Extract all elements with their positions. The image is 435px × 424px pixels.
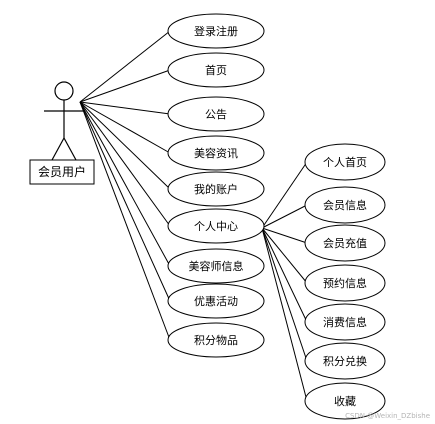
association-line	[261, 161, 308, 229]
use-case-label: 公告	[205, 108, 227, 121]
association-line	[79, 30, 171, 103]
use-case-ellipse	[304, 382, 386, 420]
association-line	[79, 101, 171, 341]
use-case-label: 预约信息	[323, 276, 367, 290]
use-case-ellipse	[167, 52, 265, 88]
use-case-points-exchange: 积分兑换	[304, 342, 386, 380]
use-case-label: 积分物品	[194, 333, 238, 347]
actor-left-leg	[51, 137, 65, 161]
use-case-consumption-info: 消费信息	[304, 303, 386, 341]
association-line	[261, 227, 308, 362]
use-case-ellipse	[167, 248, 265, 284]
use-case-promotions: 优惠活动	[167, 283, 265, 319]
use-case-ellipse	[167, 283, 265, 319]
use-case-label: 会员信息	[323, 198, 367, 212]
watermark: CSDN @Weixin_DZbishe	[345, 412, 430, 420]
use-case-home: 首页	[167, 52, 265, 88]
association-line	[261, 227, 308, 284]
actor-label-box	[29, 159, 95, 185]
use-case-ellipse	[304, 143, 386, 181]
association-line	[79, 101, 171, 302]
actor-label: 会员用户	[38, 164, 86, 179]
use-case-label: 收藏	[334, 394, 356, 408]
use-case-ellipse	[304, 224, 386, 262]
association-line	[261, 227, 308, 244]
use-case-beautician-info: 美容师信息	[167, 248, 265, 284]
use-case-login: 登录注册	[167, 13, 265, 49]
actor-right-leg	[63, 137, 77, 161]
use-case-ellipse	[167, 13, 265, 49]
use-case-label: 个人首页	[323, 155, 367, 169]
actor: 会员用户	[29, 81, 95, 185]
association-line	[79, 101, 171, 154]
use-case-beauty-news: 美容资讯	[167, 135, 265, 171]
use-case-label: 登录注册	[194, 24, 238, 38]
use-case-member-recharge: 会员充值	[304, 224, 386, 262]
use-case-ellipse	[304, 303, 386, 341]
use-case-booking-info: 预约信息	[304, 264, 386, 302]
use-case-label: 个人中心	[194, 220, 238, 233]
use-case-notice: 公告	[167, 96, 265, 132]
use-case-label: 会员充值	[323, 236, 367, 250]
use-case-member-info: 会员信息	[304, 186, 386, 224]
association-line	[261, 227, 308, 402]
use-case-points-items: 积分物品	[167, 322, 265, 358]
use-case-ellipse	[167, 171, 265, 207]
use-case-ellipse	[167, 208, 265, 244]
use-case-ellipse	[167, 322, 265, 358]
use-case-label: 优惠活动	[194, 294, 238, 308]
use-case-favorites: 收藏	[304, 382, 386, 420]
use-case-personal-home: 个人首页	[304, 143, 386, 181]
use-case-personal-center: 个人中心	[167, 208, 265, 244]
use-case-label: 首页	[205, 63, 227, 77]
use-case-ellipse	[304, 264, 386, 302]
use-case-label: 我的账户	[194, 182, 238, 196]
use-case-my-account: 我的账户	[167, 171, 265, 207]
association-line	[79, 101, 171, 267]
use-case-ellipse	[167, 135, 265, 171]
use-case-ellipse	[167, 96, 265, 132]
use-case-label: 美容师信息	[189, 259, 244, 273]
use-case-ellipse	[304, 342, 386, 380]
association-line	[79, 69, 171, 103]
use-case-ellipse	[304, 186, 386, 224]
use-case-label: 美容资讯	[194, 146, 238, 160]
association-lines	[79, 30, 308, 402]
association-line	[261, 227, 308, 323]
association-line	[79, 101, 171, 190]
association-line	[79, 101, 171, 115]
association-line	[79, 101, 171, 227]
use-case-label: 积分兑换	[323, 354, 367, 368]
association-line	[261, 204, 308, 229]
actor-head	[54, 81, 74, 101]
use-case-label: 消费信息	[323, 315, 367, 329]
